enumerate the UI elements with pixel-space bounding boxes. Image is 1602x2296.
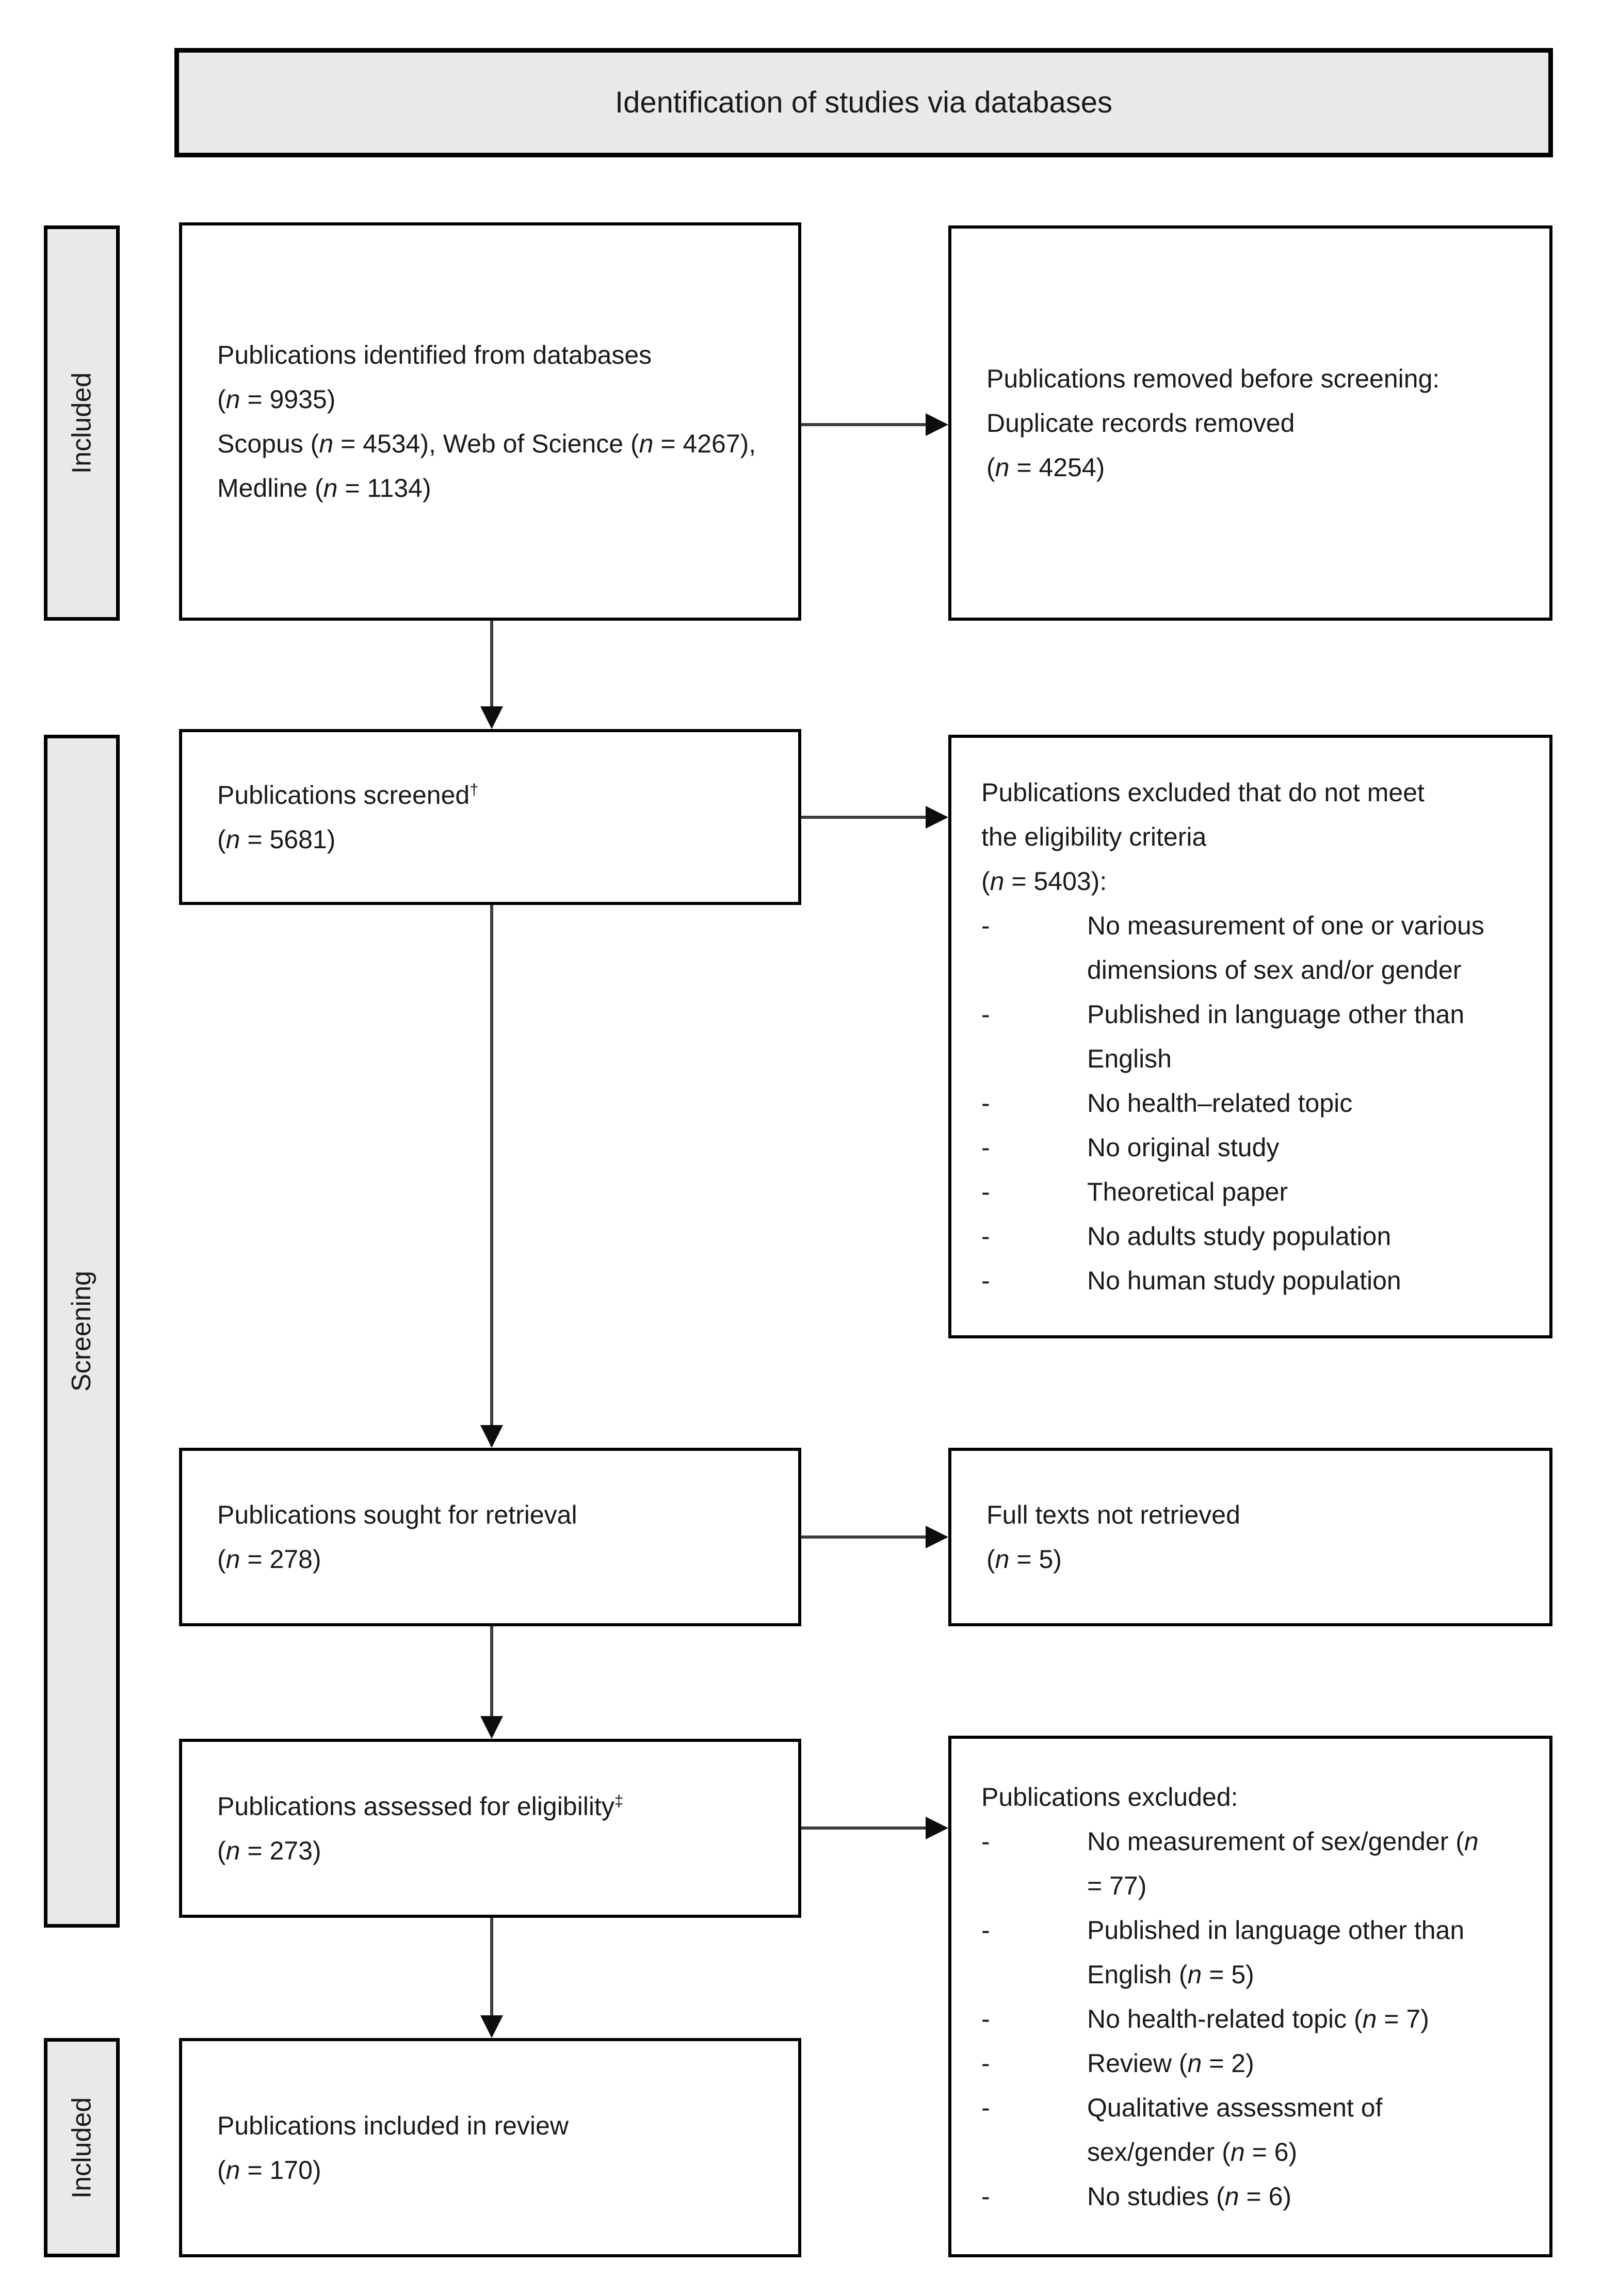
list-item: -No human study population — [981, 1258, 1524, 1303]
list-item: -No health–related topic — [981, 1081, 1524, 1125]
screened-label: Publications screened — [217, 780, 470, 810]
arrow-identified-to-removed — [801, 413, 948, 436]
arrow-assessed-to-included — [480, 1918, 503, 2038]
identified-line2: Scopus (n = 4534), Web of Science (n = 4… — [217, 429, 756, 503]
removed-line1: Publications removed before screening: — [986, 364, 1440, 393]
arrow-shaft — [490, 1626, 493, 1717]
arrow-down-icon — [480, 1425, 503, 1448]
screened-excluded-list: -No measurement of one or various dimens… — [981, 903, 1524, 1303]
arrow-down-icon — [480, 706, 503, 729]
flow-box-publications-identified: Publications identified from databases (… — [179, 222, 801, 621]
screened-excluded-count: (n = 5403): — [981, 867, 1107, 896]
list-item: -No adults study population — [981, 1214, 1524, 1258]
arrow-sought-to-not-retrieved — [801, 1526, 948, 1548]
removed-line3: (n = 4254) — [986, 453, 1105, 482]
list-item: -Theoretical paper — [981, 1170, 1524, 1214]
arrow-shaft — [801, 1826, 927, 1830]
arrow-shaft — [490, 621, 493, 707]
stage-label-included-top: Included — [67, 372, 97, 474]
arrow-shaft — [801, 1535, 927, 1539]
list-dash: - — [981, 2093, 990, 2122]
included-count: (n = 170) — [217, 2155, 321, 2185]
list-item: -No studies (n = 6) — [981, 2174, 1524, 2219]
list-dash: - — [981, 1266, 990, 1295]
assessed-label-line: Publications assessed for eligibility‡ — [217, 1784, 767, 1829]
assessed-count: (n = 273) — [217, 1836, 321, 1865]
list-item: -No health-related topic (n = 7) — [981, 1997, 1524, 2041]
list-dash: - — [981, 1089, 990, 1118]
list-dash: - — [981, 1000, 990, 1029]
banner-identification-of-studies: Identification of studies via databases — [174, 48, 1553, 157]
arrow-sought-to-assessed — [480, 1626, 503, 1739]
arrow-screened-to-excluded — [801, 806, 948, 829]
flow-box-publications-included: Publications included in review (n = 170… — [179, 2038, 801, 2257]
arrow-right-icon — [926, 806, 948, 829]
stage-label-screening: Screening — [67, 1270, 97, 1392]
exclusion-box-removed-before-screening: Publications removed before screening: D… — [948, 225, 1552, 621]
arrow-screened-to-sought — [480, 905, 503, 1448]
list-dash: - — [981, 2181, 990, 2211]
list-item: -No measurement of sex/gender (n = 77) — [981, 1819, 1524, 1908]
flow-box-publications-sought: Publications sought for retrieval (n = 2… — [179, 1448, 801, 1626]
not-retrieved-count: (n = 5) — [986, 1545, 1062, 1574]
stage-bar-included-top: Included — [44, 225, 120, 621]
exclusion-box-screened-excluded: Publications excluded that do not meet t… — [948, 735, 1552, 1338]
assessed-excluded-header: Publications excluded: — [981, 1782, 1238, 1812]
list-dash: - — [981, 1222, 990, 1251]
list-item: -Review (n = 2) — [981, 2041, 1524, 2085]
screened-label-line: Publications screened† — [217, 773, 767, 817]
flow-box-publications-screened: Publications screened† (n = 5681) — [179, 729, 801, 905]
arrow-shaft — [490, 1918, 493, 2016]
sought-count: (n = 278) — [217, 1545, 321, 1574]
list-item: -Published in language other than Englis… — [981, 992, 1524, 1081]
arrow-identified-to-screened — [480, 621, 503, 729]
arrow-down-icon — [480, 2015, 503, 2038]
arrow-shaft — [801, 816, 927, 819]
stage-bar-screening: Screening — [44, 735, 120, 1928]
list-dash: - — [981, 1915, 990, 1945]
list-dash: - — [981, 1133, 990, 1162]
banner-title: Identification of studies via databases — [614, 86, 1113, 119]
included-label: Publications included in review — [217, 2111, 569, 2140]
double-dagger-superscript: ‡ — [614, 1791, 624, 1809]
list-dash: - — [981, 2004, 990, 2033]
stage-bar-included-bottom: Included — [44, 2038, 120, 2257]
identified-line1: Publications identified from databases (… — [217, 341, 652, 414]
sought-label: Publications sought for retrieval — [217, 1500, 577, 1529]
list-dash: - — [981, 2048, 990, 2078]
list-item: -No original study — [981, 1125, 1524, 1170]
list-item: -Published in language other than Englis… — [981, 1908, 1524, 1997]
removed-line2: Duplicate records removed — [986, 409, 1295, 438]
list-dash: - — [981, 1826, 990, 1856]
flow-box-publications-assessed: Publications assessed for eligibility‡ (… — [179, 1739, 801, 1918]
arrow-assessed-to-excluded — [801, 1817, 948, 1839]
screened-count: (n = 5681) — [217, 824, 336, 854]
arrow-shaft — [801, 423, 927, 426]
arrow-down-icon — [480, 1716, 503, 1739]
arrow-right-icon — [926, 413, 948, 436]
stage-label-included-bottom: Included — [67, 2097, 97, 2198]
assessed-excluded-list: -No measurement of sex/gender (n = 77) -… — [981, 1819, 1524, 2219]
arrow-shaft — [490, 905, 493, 1426]
list-dash: - — [981, 1177, 990, 1206]
exclusion-box-full-texts-not-retrieved: Full texts not retrieved (n = 5) — [948, 1448, 1552, 1626]
screened-excluded-header: Publications excluded that do not meet t… — [981, 778, 1425, 851]
assessed-label: Publications assessed for eligibility — [217, 1791, 614, 1821]
arrow-right-icon — [926, 1526, 948, 1548]
list-dash: - — [981, 911, 990, 940]
not-retrieved-label: Full texts not retrieved — [986, 1500, 1240, 1529]
list-item: -No measurement of one or various dimens… — [981, 903, 1524, 992]
dagger-superscript: † — [470, 780, 479, 798]
exclusion-box-assessed-excluded: Publications excluded: -No measurement o… — [948, 1736, 1552, 2257]
arrow-right-icon — [926, 1817, 948, 1839]
list-item: -Qualitative assessment of sex/gender (n… — [981, 2085, 1524, 2174]
